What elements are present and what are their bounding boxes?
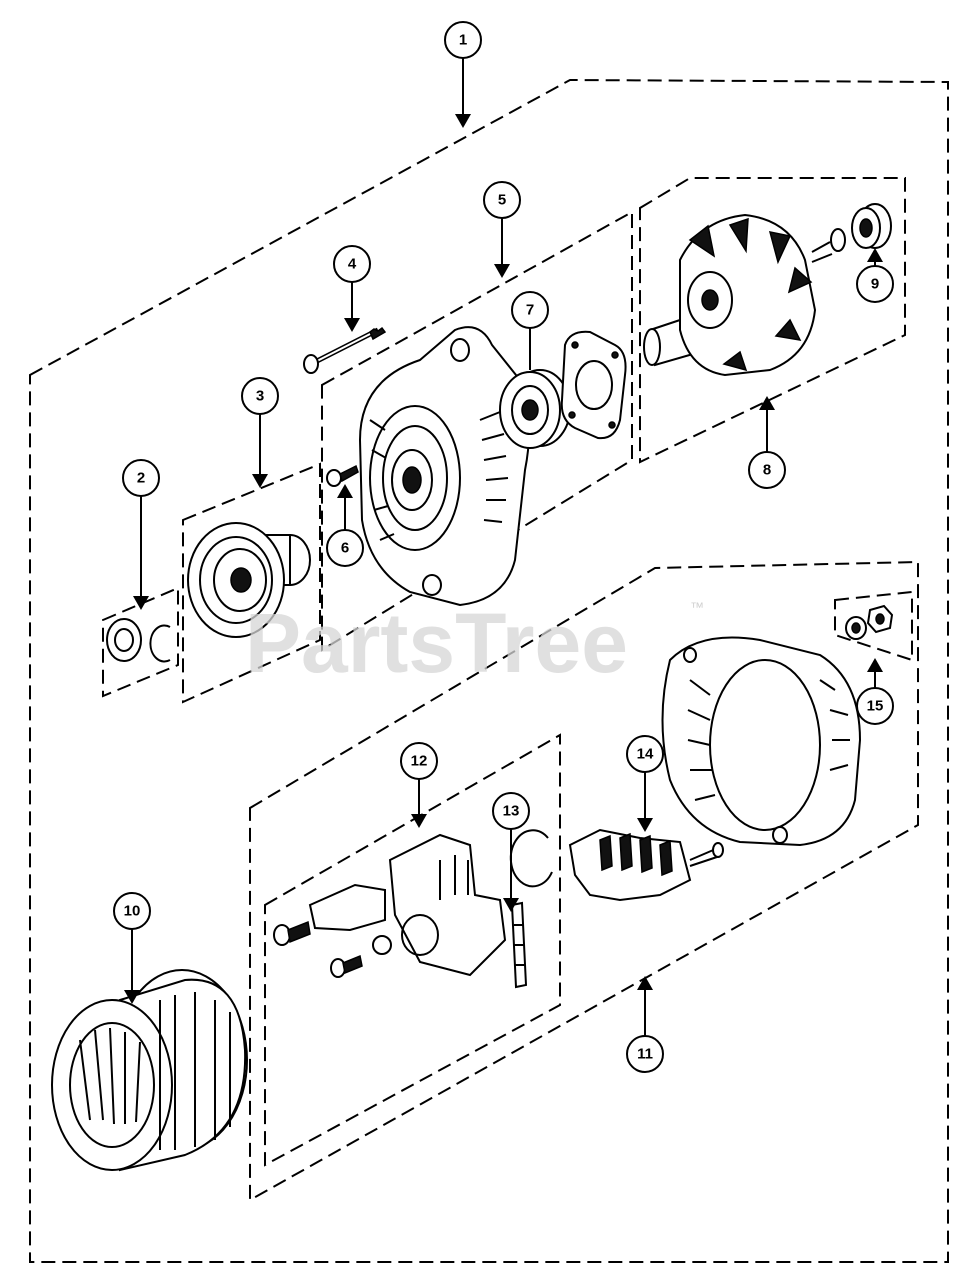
boundary-15-nut-group	[834, 590, 913, 662]
callout-11[interactable]: 11	[626, 1035, 664, 1073]
callout-5-label: 5	[498, 192, 506, 209]
callout-7[interactable]: 7	[511, 291, 549, 329]
callout-4[interactable]: 4	[333, 245, 371, 283]
callout-1[interactable]: 1	[444, 21, 482, 59]
part-9-collar	[851, 203, 892, 249]
callout-3[interactable]: 3	[241, 377, 279, 415]
part-7-bearing	[499, 369, 571, 449]
callout-15[interactable]: 15	[856, 687, 894, 725]
callout-9-label: 9	[871, 276, 879, 293]
part-2-nut-and-snap-ring	[106, 618, 171, 663]
callout-10[interactable]: 10	[113, 892, 151, 930]
part-8-rotor	[643, 213, 846, 377]
callout-12-label: 12	[411, 753, 428, 770]
part-12-regulator-assembly	[273, 833, 507, 978]
callout-13-label: 13	[503, 803, 520, 820]
callout-14-label: 14	[637, 746, 654, 763]
part-14-rectifier	[568, 828, 724, 902]
callout-13[interactable]: 13	[492, 792, 530, 830]
svg-text:PartsTree: PartsTree	[245, 596, 628, 690]
boundary-1-alternator-assembly	[29, 78, 949, 1263]
callout-6-label: 6	[341, 540, 349, 557]
callout-4-label: 4	[348, 256, 357, 273]
boundary-12-regulator-group	[264, 733, 561, 1167]
part-4-through-bolt	[303, 326, 387, 374]
callout-14[interactable]: 14	[626, 735, 664, 773]
callout-8[interactable]: 8	[748, 451, 786, 489]
callout-6[interactable]: 6	[326, 529, 364, 567]
callout-3-label: 3	[256, 388, 264, 405]
leader-lines	[124, 58, 883, 1036]
boundary-11-rear-bracket-group	[249, 560, 919, 1202]
callout-7-label: 7	[526, 302, 534, 319]
callout-2[interactable]: 2	[122, 459, 160, 497]
callout-11-label: 11	[637, 1046, 653, 1063]
parts-tree-watermark: PartsTree ™	[245, 596, 704, 690]
callout-5[interactable]: 5	[483, 181, 521, 219]
callout-12[interactable]: 12	[400, 742, 438, 780]
part-10-stator	[51, 969, 248, 1172]
callout-2-label: 2	[137, 470, 145, 487]
callout-9[interactable]: 9	[856, 265, 894, 303]
part-5-front-bracket	[358, 326, 530, 607]
assembly-boundaries	[29, 78, 949, 1263]
callout-8-label: 8	[763, 462, 771, 479]
boundary-3-pulley-group	[182, 462, 321, 704]
callout-10-label: 10	[124, 903, 141, 920]
part-6-screw	[326, 464, 359, 487]
part-11-rear-bracket	[661, 636, 862, 847]
callout-1-label: 1	[459, 32, 467, 49]
boundary-2-nut-group	[102, 586, 179, 698]
boundary-5-front-bracket-group	[321, 210, 633, 652]
svg-text:™: ™	[690, 599, 704, 615]
part-15-nuts	[845, 604, 894, 640]
part-13-brush	[509, 829, 553, 989]
boundary-8-rotor-group	[639, 177, 906, 464]
retainer-plate	[560, 330, 627, 440]
callout-15-label: 15	[867, 698, 884, 715]
part-3-pulley	[187, 522, 311, 638]
